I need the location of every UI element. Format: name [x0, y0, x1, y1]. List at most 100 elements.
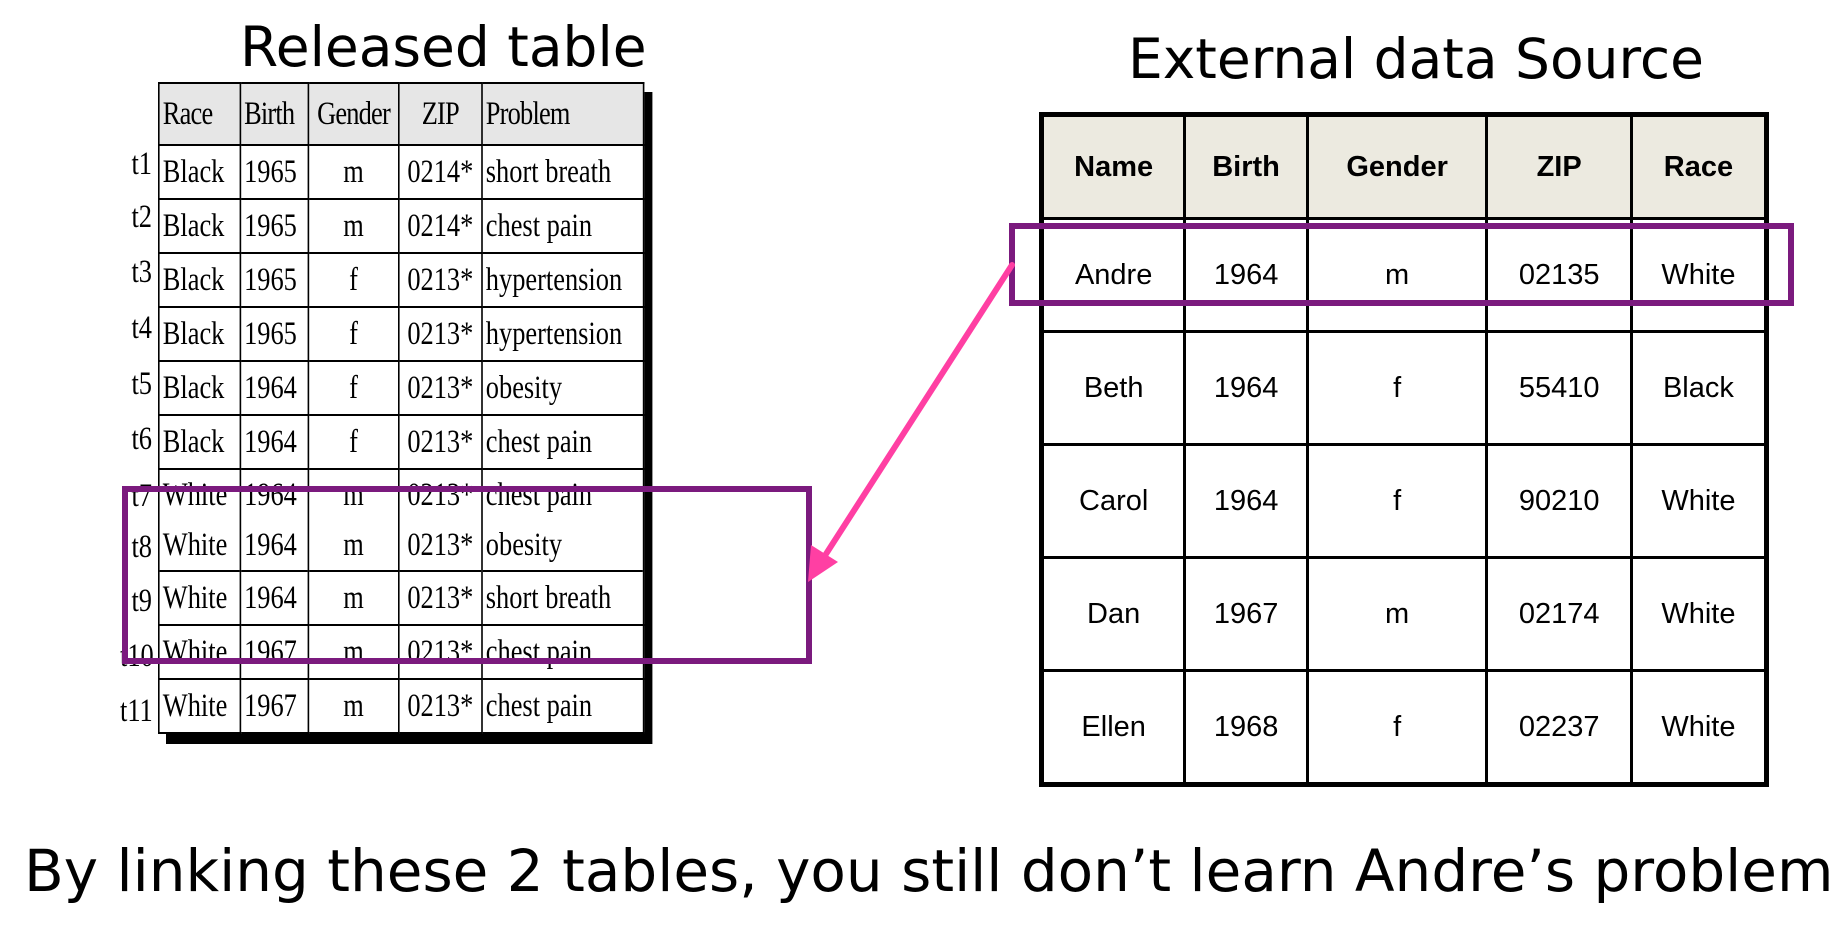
- released-cell-birth: 1965: [239, 306, 310, 362]
- released-cell-problem: short breath: [480, 570, 645, 626]
- released-header-row: Race Birth Gender ZIP Problem: [158, 82, 645, 146]
- released-cell-problem: hypertension: [480, 306, 645, 362]
- released-cell-gender: m: [307, 198, 400, 254]
- external-cell-name: Beth: [1039, 330, 1187, 446]
- released-cell-zip: 0213*: [398, 678, 483, 734]
- released-row-id: t8: [131, 529, 152, 565]
- released-cell-race: Black: [158, 198, 241, 254]
- external-cell-zip: 90210: [1485, 443, 1633, 559]
- released-cell-problem: short breath: [480, 144, 645, 200]
- released-cell-problem: obesity: [480, 520, 645, 571]
- released-cell-race: Black: [158, 144, 241, 200]
- external-col-name: Name: [1039, 113, 1187, 220]
- external-cell-name: Andre: [1039, 217, 1187, 333]
- external-cell-birth: 1964: [1183, 330, 1309, 446]
- released-row-id: t2: [131, 199, 152, 235]
- external-cell-gender: m: [1305, 556, 1489, 672]
- external-cell-birth: 1968: [1183, 669, 1309, 786]
- released-cell-race: White: [158, 469, 241, 520]
- released-cell-zip: 0213*: [398, 360, 483, 416]
- released-cell-birth: 1965: [239, 252, 310, 308]
- released-row-id: t3: [131, 254, 152, 290]
- released-cell-gender: m: [307, 678, 400, 734]
- external-cell-birth: 1964: [1183, 443, 1309, 559]
- released-cell-gender: m: [307, 570, 400, 626]
- released-cell-problem: chest pain: [480, 198, 645, 254]
- external-col-race: Race: [1629, 113, 1769, 220]
- external-cell-zip: 55410: [1485, 330, 1633, 446]
- released-col-gender: Gender: [307, 82, 400, 146]
- external-cell-zip: 02135: [1485, 217, 1633, 333]
- released-row-id: t4: [131, 310, 152, 346]
- released-col-race: Race: [158, 82, 241, 146]
- released-cell-zip: 0213*: [398, 252, 483, 308]
- released-cell-birth: 1964: [239, 360, 310, 416]
- released-cell-gender: f: [307, 414, 400, 470]
- released-cell-birth: 1967: [239, 678, 310, 734]
- released-cell-zip: 0213*: [398, 570, 483, 626]
- released-row-id: t1: [131, 146, 152, 182]
- external-cell-gender: f: [1305, 330, 1489, 446]
- external-cell-gender: f: [1305, 443, 1489, 559]
- released-cell-gender: m: [307, 144, 400, 200]
- released-row-id: t9: [131, 583, 152, 619]
- released-cell-birth: 1965: [239, 144, 310, 200]
- released-cell-birth: 1964: [239, 469, 310, 520]
- external-cell-race: White: [1629, 669, 1769, 786]
- external-cell-zip: 02237: [1485, 669, 1633, 786]
- external-col-birth: Birth: [1183, 113, 1309, 220]
- released-cell-race: White: [158, 570, 241, 626]
- released-cell-race: Black: [158, 414, 241, 470]
- released-cell-race: Black: [158, 306, 241, 362]
- released-cell-gender: f: [307, 252, 400, 308]
- andre-row-highlight-box: [1009, 223, 1794, 306]
- external-table-title: External data Source: [1128, 27, 1704, 91]
- external-cell-race: White: [1629, 556, 1769, 672]
- released-cell-problem: chest pain: [480, 414, 645, 470]
- released-row-id: t11: [120, 693, 153, 729]
- external-cell-race: White: [1629, 443, 1769, 559]
- released-cell-zip: 0213*: [398, 306, 483, 362]
- external-cell-race: Black: [1629, 330, 1769, 446]
- external-cell-name: Ellen: [1039, 669, 1187, 786]
- released-col-birth: Birth: [239, 82, 310, 146]
- released-cell-gender: m: [307, 469, 400, 520]
- released-row-id: t5: [131, 366, 152, 402]
- released-cell-gender: f: [307, 360, 400, 416]
- released-cell-race: Black: [158, 360, 241, 416]
- released-cell-zip: 0213*: [398, 469, 483, 520]
- external-cell-race: White: [1629, 217, 1769, 333]
- external-cell-name: Dan: [1039, 556, 1187, 672]
- external-cell-zip: 02174: [1485, 556, 1633, 672]
- link-arrowhead: [808, 545, 838, 582]
- released-row-id: t6: [131, 421, 152, 457]
- released-cell-gender: m: [307, 520, 400, 571]
- released-cell-birth: 1965: [239, 198, 310, 254]
- released-cell-problem: chest pain: [480, 678, 645, 734]
- external-cell-gender: m: [1305, 217, 1489, 333]
- released-rows-highlight-box: [122, 486, 812, 664]
- released-cell-race: Black: [158, 252, 241, 308]
- released-cell-birth: 1964: [239, 570, 310, 626]
- external-cell-birth: 1967: [1183, 556, 1309, 672]
- link-arrow-line: [823, 262, 1015, 557]
- external-cell-gender: f: [1305, 669, 1489, 786]
- released-cell-gender: f: [307, 306, 400, 362]
- released-cell-race: White: [158, 678, 241, 734]
- external-cell-birth: 1964: [1183, 217, 1309, 333]
- released-col-zip: ZIP: [398, 82, 483, 146]
